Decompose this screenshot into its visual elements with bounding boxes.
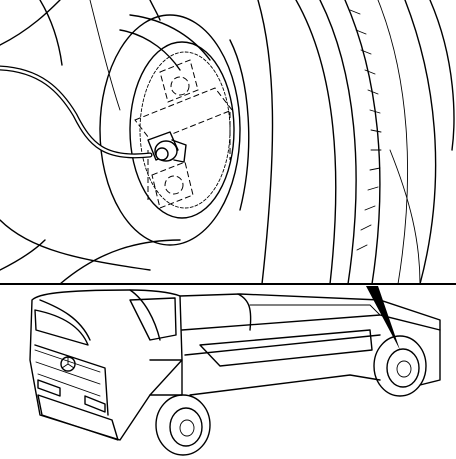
wheel-icon <box>373 335 427 397</box>
sensor-bracket <box>134 59 233 209</box>
brake-disc <box>89 0 241 246</box>
mercedes-star-icon <box>60 356 76 372</box>
truck-icon <box>29 289 441 441</box>
front-wheel-icon <box>155 394 211 456</box>
overview-view <box>29 286 441 456</box>
callout-pointer <box>366 286 400 350</box>
tyre-tread <box>349 0 409 285</box>
detail-view <box>0 0 455 285</box>
axle-housing <box>0 0 274 285</box>
tyre-outline <box>295 0 455 285</box>
sensor-cable <box>0 65 153 159</box>
sensor-icon <box>147 131 187 163</box>
